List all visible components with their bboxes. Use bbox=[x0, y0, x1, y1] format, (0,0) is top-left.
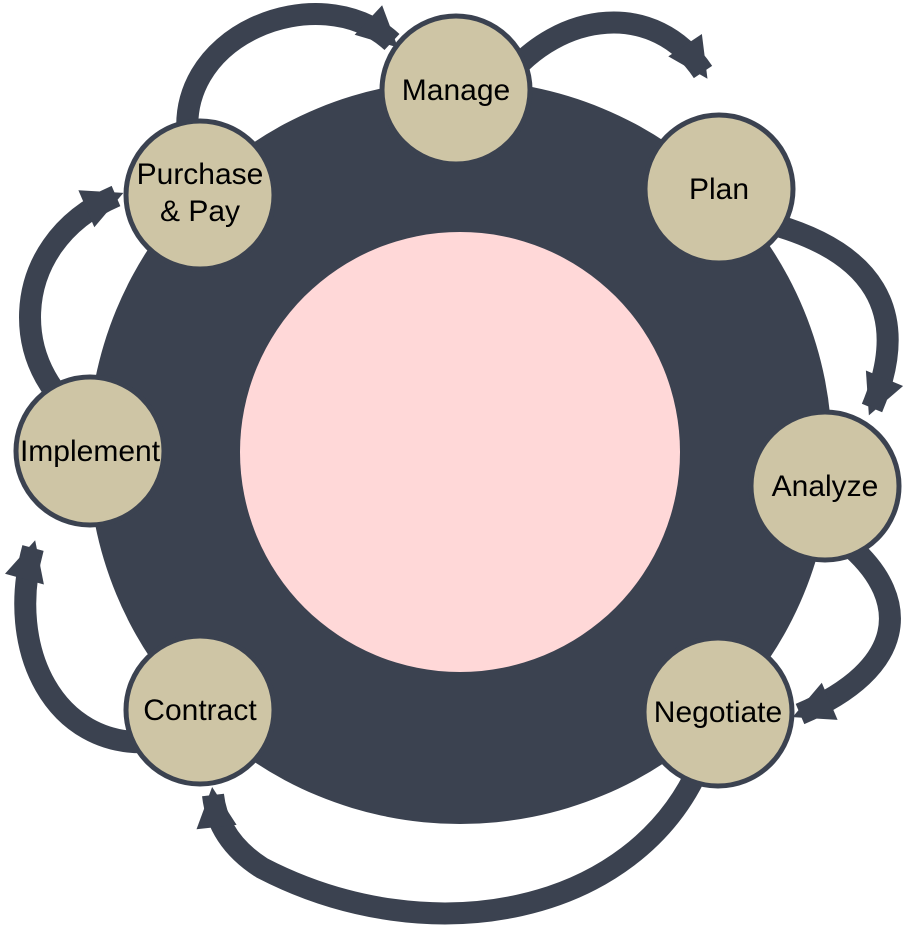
arrow-analyze-to-negotiate bbox=[792, 539, 901, 725]
arrow-purchase-to-manage bbox=[176, 3, 400, 153]
node-analyze-label: Analyze bbox=[772, 470, 879, 503]
node-purchase-pay-circle bbox=[123, 118, 277, 272]
node-implement: Implement bbox=[13, 374, 167, 528]
node-plan-circle bbox=[642, 112, 796, 266]
node-plan: Plan bbox=[642, 112, 796, 266]
node-negotiate-label: Negotiate bbox=[654, 696, 782, 729]
node-manage-circle bbox=[379, 13, 533, 167]
node-purchase-pay: Purchase & Pay bbox=[123, 118, 277, 272]
node-purchase-pay-label-line2: & Pay bbox=[160, 195, 240, 228]
node-implement-label: Implement bbox=[20, 435, 161, 468]
arrow-manage-to-plan bbox=[496, 11, 713, 87]
node-manage-label: Manage bbox=[402, 74, 510, 107]
node-negotiate-circle bbox=[641, 635, 795, 789]
node-purchase-pay-label-line1: Purchase bbox=[137, 158, 264, 191]
node-analyze: Analyze bbox=[748, 409, 902, 563]
node-contract-circle bbox=[123, 633, 277, 787]
node-contract: Contract bbox=[123, 633, 277, 787]
node-manage: Manage bbox=[379, 13, 533, 167]
node-contract-label: Contract bbox=[143, 694, 257, 727]
node-negotiate: Negotiate bbox=[641, 635, 795, 789]
arrow-negotiate-to-contract bbox=[196, 760, 711, 925]
arrow-contract-to-implement bbox=[5, 540, 151, 754]
arrow-plan-to-analyze bbox=[771, 214, 904, 416]
center-circle bbox=[240, 232, 680, 672]
node-implement-circle bbox=[13, 374, 167, 528]
node-analyze-circle bbox=[748, 409, 902, 563]
node-plan-label: Plan bbox=[689, 173, 749, 206]
